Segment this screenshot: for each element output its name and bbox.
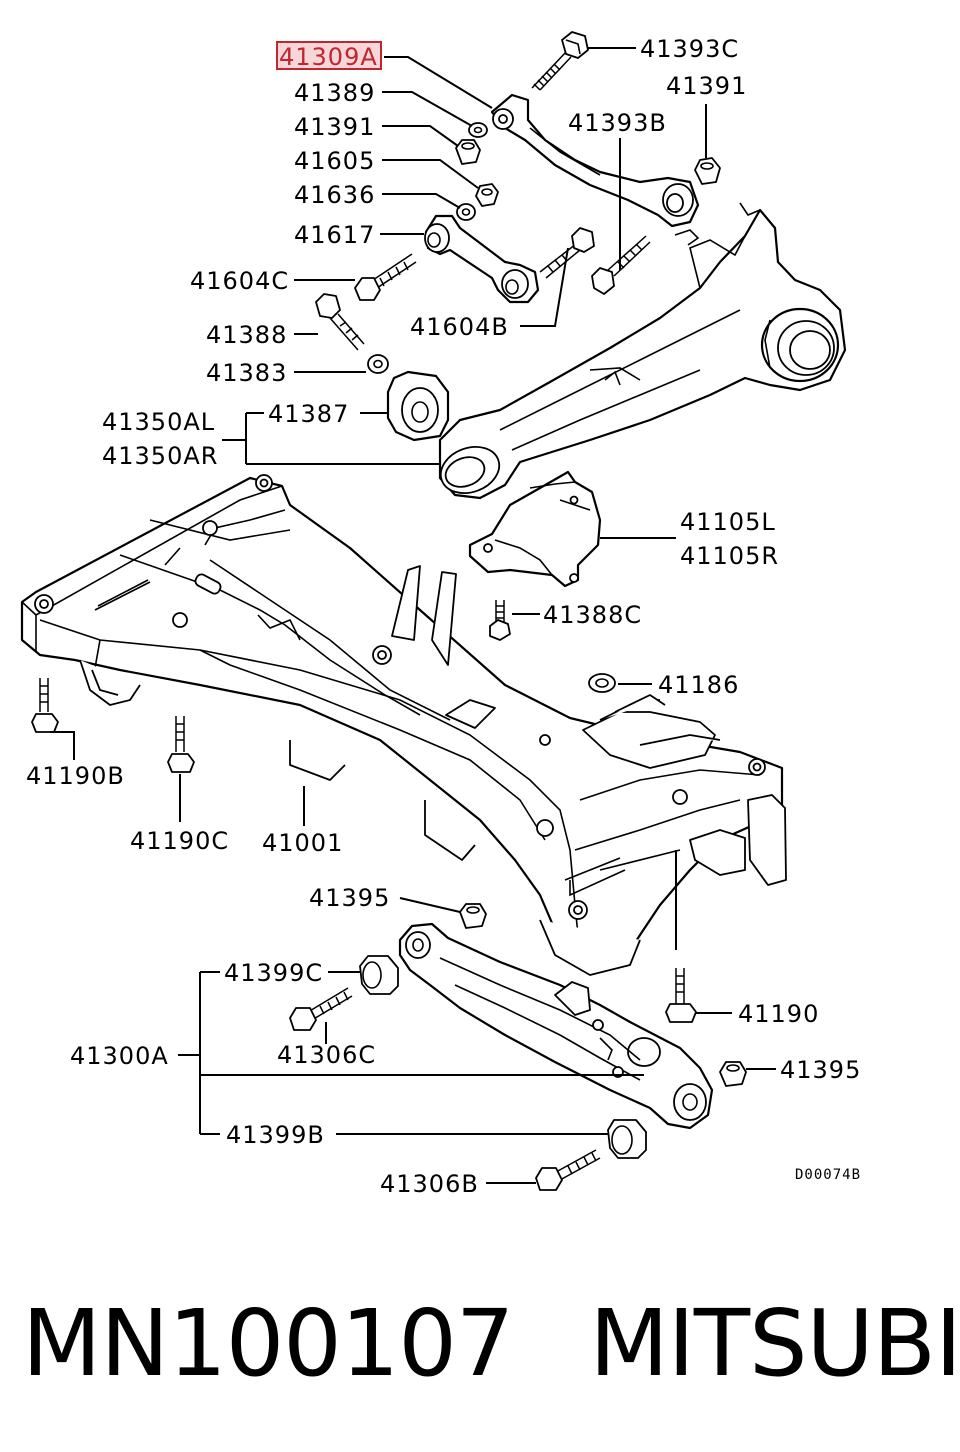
leader-lines <box>50 47 776 1184</box>
part-number: MN100107 <box>22 1290 514 1397</box>
toe-link-41617 <box>424 214 540 304</box>
bolt-41306C <box>289 987 353 1031</box>
callout-41306B[interactable]: 41306B <box>380 1170 479 1198</box>
footer: MN100107 MITSUBISHI <box>22 1290 960 1397</box>
bolt-41604B <box>539 227 595 279</box>
callout-41190C[interactable]: 41190C <box>130 827 229 855</box>
callout-41393B[interactable]: 41393B <box>568 109 667 137</box>
callout-41383[interactable]: 41383 <box>206 359 287 387</box>
bracket-41105 <box>468 470 602 588</box>
callout-41395-upper[interactable]: 41395 <box>309 884 390 912</box>
bolt-41190 <box>665 968 697 1023</box>
bolt-41388C <box>489 600 511 641</box>
callout-41300A[interactable]: 41300A <box>70 1042 169 1070</box>
bolt-41604C <box>354 253 417 301</box>
nut-41391-left <box>455 139 481 165</box>
nut-41395-upper <box>459 903 487 929</box>
lower-arm-41300A <box>398 922 714 1130</box>
callout-41105L[interactable]: 41105L <box>680 508 776 536</box>
exploded-parts-diagram: 41309A 41393C 41389 41391 41391 41393B 4… <box>20 31 861 1198</box>
washer-41383 <box>367 354 389 374</box>
washer-41186 <box>588 673 616 693</box>
callout-41186[interactable]: 41186 <box>658 671 739 699</box>
callout-41388[interactable]: 41388 <box>206 321 287 349</box>
callout-41387[interactable]: 41387 <box>268 400 349 428</box>
washer-41636 <box>456 203 476 221</box>
nut-41395-lower <box>719 1061 747 1087</box>
bushing-41399B <box>607 1119 647 1159</box>
nut-41391-upper <box>694 157 721 185</box>
callout-41105R[interactable]: 41105R <box>680 542 779 570</box>
callout-41604C[interactable]: 41604C <box>190 267 289 295</box>
callout-41393C[interactable]: 41393C <box>640 35 739 63</box>
subframe-41001 <box>20 474 787 976</box>
callout-41190[interactable]: 41190 <box>738 1000 819 1028</box>
callout-41395-lower[interactable]: 41395 <box>780 1056 861 1084</box>
callout-41605[interactable]: 41605 <box>294 147 375 175</box>
callout-41636[interactable]: 41636 <box>294 181 375 209</box>
trailing-arm-41350 <box>438 202 847 500</box>
highlight-box <box>276 41 382 70</box>
bushing-41387 <box>386 370 450 442</box>
callout-labels: 41309A 41393C 41389 41391 41391 41393B 4… <box>26 35 861 1198</box>
callout-41001[interactable]: 41001 <box>262 829 343 857</box>
bolt-41190B <box>31 678 59 733</box>
callout-41391-right[interactable]: 41391 <box>666 72 747 100</box>
callout-41388C[interactable]: 41388C <box>543 601 642 629</box>
callout-41399C[interactable]: 41399C <box>224 959 323 987</box>
bolt-41388 <box>315 293 365 351</box>
bolt-41306B <box>535 1149 601 1191</box>
callout-41399B[interactable]: 41399B <box>226 1121 325 1149</box>
washer-41605 <box>475 183 499 207</box>
brand-name: MITSUBISHI <box>589 1290 960 1397</box>
drawing-code: D00074B <box>795 1167 861 1183</box>
washer-41389 <box>468 122 488 138</box>
callout-41350AR[interactable]: 41350AR <box>102 442 218 470</box>
callout-41617[interactable]: 41617 <box>294 221 375 249</box>
callout-41604B[interactable]: 41604B <box>410 313 509 341</box>
upper-arm-41309A <box>490 93 700 228</box>
bolt-41393C <box>531 31 589 91</box>
callout-41190B[interactable]: 41190B <box>26 762 125 790</box>
bushing-41399C <box>359 955 399 995</box>
callout-41309A[interactable]: 41309A <box>279 43 378 71</box>
callout-41391-left[interactable]: 41391 <box>294 113 375 141</box>
callout-41389[interactable]: 41389 <box>294 79 375 107</box>
callout-41306C[interactable]: 41306C <box>277 1041 376 1069</box>
bolt-41190C <box>167 716 195 773</box>
callout-41350AL[interactable]: 41350AL <box>102 408 215 436</box>
